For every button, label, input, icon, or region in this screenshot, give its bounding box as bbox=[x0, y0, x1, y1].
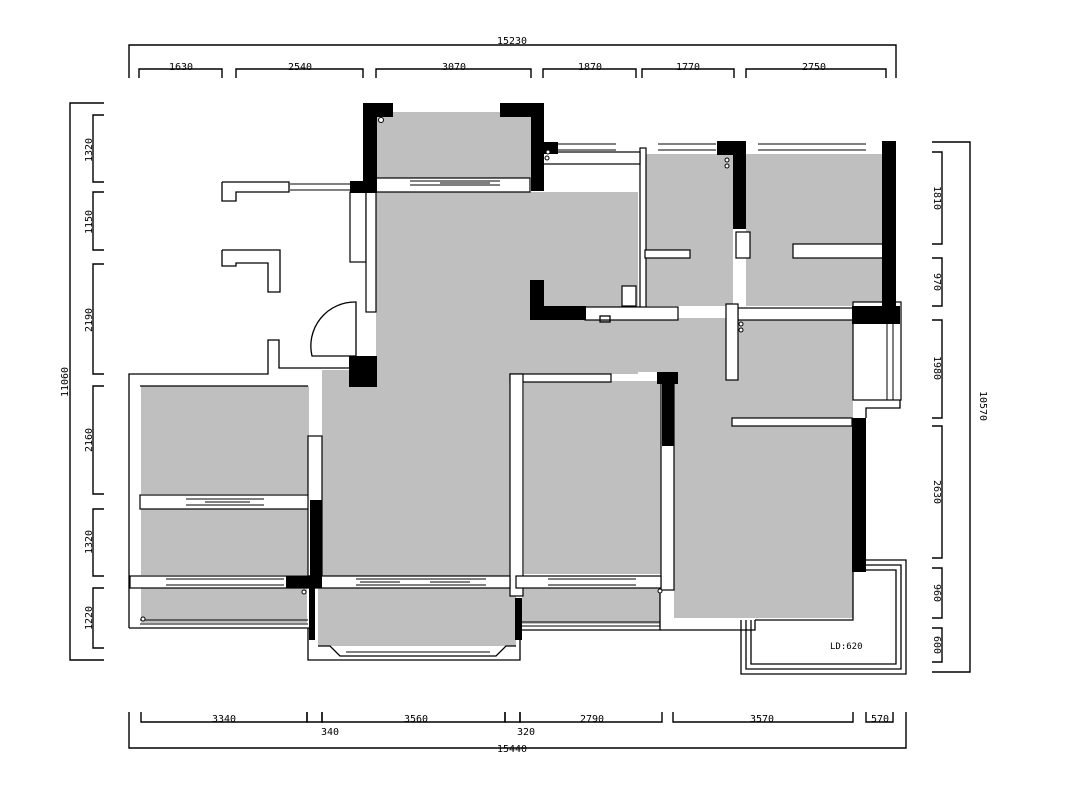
room-bedroom-left-lower bbox=[141, 509, 309, 575]
dim-top-total: 15230 bbox=[497, 36, 527, 47]
dim-top-5: 1770 bbox=[676, 62, 700, 73]
dim-left-3: 2190 bbox=[84, 308, 95, 332]
room-bedroom-left-upper bbox=[141, 386, 309, 494]
room-living-lower bbox=[322, 370, 510, 576]
room-fills bbox=[141, 112, 882, 646]
room-bath-top bbox=[645, 154, 733, 306]
room-balcony-left bbox=[141, 588, 307, 623]
dim-bottom-1: 3340 bbox=[212, 714, 236, 725]
dim-right-6: 600 bbox=[931, 636, 942, 654]
dim-right-5: 960 bbox=[931, 584, 942, 602]
room-bedroom-center bbox=[524, 381, 661, 574]
dim-top-2: 2540 bbox=[288, 62, 312, 73]
dim-left-2: 1150 bbox=[84, 210, 95, 234]
dim-bottom-5: 2790 bbox=[580, 714, 604, 725]
balcony-depth-label: LD:620 bbox=[830, 642, 863, 652]
dim-top-4: 1870 bbox=[578, 62, 602, 73]
dim-right-4: 2630 bbox=[931, 480, 942, 504]
dim-bottom-4: 320 bbox=[517, 727, 535, 738]
dim-right-3: 1980 bbox=[931, 356, 942, 380]
fixture-markers bbox=[140, 117, 744, 622]
dim-left-1: 1320 bbox=[84, 138, 95, 162]
dim-bottom-3: 3560 bbox=[404, 714, 428, 725]
room-top-balcony bbox=[377, 112, 531, 178]
dim-right-2: 970 bbox=[931, 273, 942, 291]
walls bbox=[286, 103, 900, 640]
dim-left-5: 1320 bbox=[84, 530, 95, 554]
dim-top-3: 3070 bbox=[442, 62, 466, 73]
room-master-upper bbox=[740, 318, 853, 424]
dim-right-1: 1810 bbox=[931, 186, 942, 210]
dim-left-total: 11060 bbox=[60, 367, 71, 397]
dim-top-6: 2750 bbox=[802, 62, 826, 73]
dim-bottom-6: 3570 bbox=[750, 714, 774, 725]
dim-bottom-total: 15440 bbox=[497, 744, 527, 755]
dim-top-1: 1630 bbox=[169, 62, 193, 73]
dim-left-6: 1220 bbox=[84, 606, 95, 630]
exterior-outline bbox=[128, 181, 907, 675]
dimension-top: 15230 1630 2540 3070 1870 1770 2750 bbox=[128, 36, 897, 78]
dim-bottom-7: 570 bbox=[871, 714, 889, 725]
dim-right-total: 10570 bbox=[977, 391, 988, 421]
room-balcony-bottom-right bbox=[522, 588, 660, 624]
dimension-left: 11060 1320 1150 2190 2160 1320 1220 bbox=[60, 102, 104, 661]
room-bedroom-top-right bbox=[746, 154, 882, 306]
windows bbox=[140, 143, 894, 653]
dim-left-4: 2160 bbox=[84, 428, 95, 452]
dim-bottom-2: 340 bbox=[321, 727, 339, 738]
room-balcony-middle bbox=[318, 588, 516, 646]
dimension-right: 10570 1810 970 1980 2630 960 600 bbox=[931, 141, 988, 673]
dimension-bottom: 15440 3340 340 3560 320 2790 3570 570 bbox=[128, 712, 907, 755]
